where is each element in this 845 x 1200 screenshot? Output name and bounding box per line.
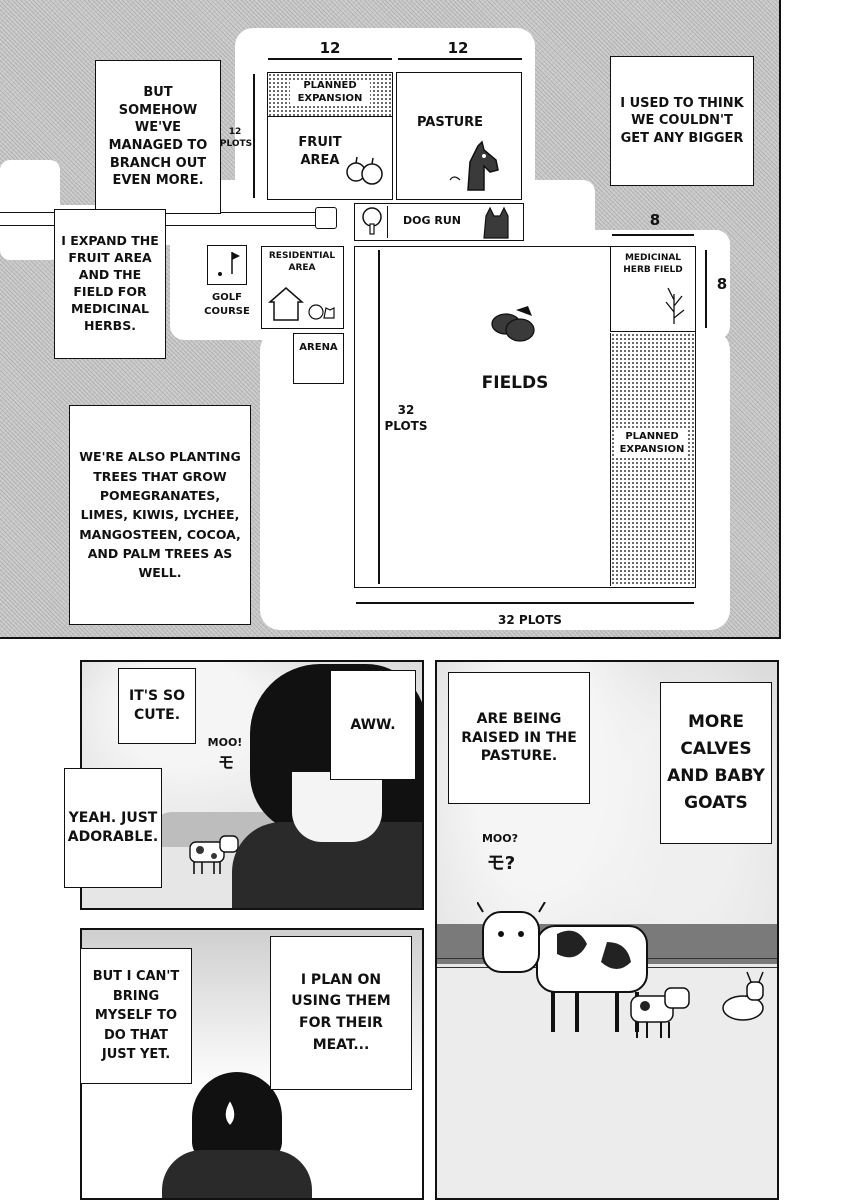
- caption-branch-out-text: BUT SOMEHOW WE'VE MANAGED TO BRANCH OUT …: [108, 85, 208, 189]
- speech-cute-text: IT'S SO CUTE.: [129, 688, 185, 723]
- caption-trees-text: WE'RE ALSO PLANTING TREES THAT GROW POME…: [79, 449, 241, 581]
- dim-arrow-top-right: [398, 58, 522, 60]
- house-icon: [266, 280, 338, 324]
- dim-top-right: 12: [447, 39, 469, 57]
- calf-icon: [625, 982, 695, 1042]
- dim-top-left: 12: [319, 39, 341, 57]
- dog-run-label: DOG RUN: [403, 214, 461, 227]
- arena-plot: [293, 333, 344, 384]
- arena-label: ARENA: [299, 342, 338, 353]
- medicinal-herb-field-plot: [610, 246, 696, 332]
- dim-arrow-top-left: [268, 58, 392, 60]
- map-right-border: [779, 0, 781, 639]
- fields-dim-arrow-vertical: [378, 250, 380, 584]
- pasture-ground: [437, 968, 777, 1198]
- planned-expansion-right-label: PLANNED EXPANSION: [616, 430, 688, 456]
- dim-left-value: 12: [228, 127, 242, 137]
- tree-icon: [358, 206, 388, 238]
- horse-icon: [448, 140, 508, 192]
- goat-icon: [717, 968, 773, 1024]
- road-gate: [315, 207, 337, 229]
- dim-arrow-left: [253, 74, 255, 198]
- caption-branch-out: BUT SOMEHOW WE'VE MANAGED TO BRANCH OUT …: [95, 60, 221, 214]
- herb-icon: [660, 282, 688, 326]
- herb-dim-right: 8: [716, 275, 728, 293]
- speech-calves-text: MORE CALVES AND BABY GOATS: [667, 711, 765, 814]
- caption-expand: I EXPAND THE FRUIT AREA AND THE FIELD FO…: [54, 209, 166, 359]
- sfx-moo2-kana: モ?: [486, 853, 516, 874]
- speech-meat-text: I PLAN ON USING THEM FOR THEIR MEAT...: [291, 971, 391, 1053]
- caption-trees: WE'RE ALSO PLANTING TREES THAT GROW POME…: [69, 405, 251, 625]
- sweat-drop-icon: [218, 1098, 242, 1128]
- herb-dim-arrow-top: [612, 234, 694, 236]
- speech-raised: ARE BEING RAISED IN THE PASTURE.: [448, 672, 590, 804]
- small-cow-icon: [186, 828, 242, 878]
- speech-calves: MORE CALVES AND BABY GOATS: [660, 682, 772, 844]
- fields-dim-arrow-horizontal: [356, 602, 694, 604]
- speech-bring-myself-text: BUT I CAN'T BRING MYSELF TO DO THAT JUST…: [92, 969, 180, 1063]
- fruit-area-label: FRUIT AREA: [298, 135, 342, 168]
- sfx-moo2: MOO?: [481, 832, 519, 845]
- map-land: [0, 160, 60, 260]
- caption-expand-text: I EXPAND THE FRUIT AREA AND THE FIELD FO…: [61, 233, 159, 333]
- golf-course-icon: [207, 245, 247, 285]
- medicinal-herb-field-label: MEDICINAL HERB FIELD: [623, 253, 683, 276]
- sfx-moo1-kana: モ: [217, 753, 234, 772]
- boy-body: [162, 1150, 312, 1198]
- map-bottom-border: [0, 637, 780, 639]
- boy-neck: [292, 772, 382, 842]
- speech-adorable-text: YEAH. JUST ADORABLE.: [67, 810, 159, 845]
- dim-left-unit: PLOTS: [219, 139, 253, 149]
- eggplant-icon: [486, 300, 542, 344]
- speech-bring-myself: BUT I CAN'T BRING MYSELF TO DO THAT JUST…: [80, 948, 192, 1084]
- pasture-label: PASTURE: [416, 115, 484, 130]
- cow-large-icon: [477, 902, 657, 1042]
- fields-width-label: 32 PLOTS: [498, 613, 562, 627]
- speech-meat: I PLAN ON USING THEM FOR THEIR MEAT...: [270, 936, 412, 1090]
- golf-course-label: GOLF COURSE: [204, 292, 250, 317]
- dog-icon: [478, 206, 514, 240]
- herb-dim-top: 8: [649, 211, 661, 229]
- planned-expansion-top-label: PLANNED EXPANSION: [290, 80, 370, 105]
- residential-area-label: RESIDENTIAL AREA: [268, 251, 336, 274]
- speech-raised-text: ARE BEING RAISED IN THE PASTURE.: [461, 710, 577, 765]
- planned-expansion-right-zone: [610, 333, 694, 586]
- speech-aww: AWW.: [330, 670, 416, 780]
- fields-height-unit: PLOTS: [384, 418, 428, 435]
- caption-bigger-text: I USED TO THINK WE COULDN'T GET ANY BIGG…: [620, 95, 744, 146]
- fields-label: FIELDS: [481, 373, 549, 393]
- boy-head: [192, 1072, 282, 1162]
- caption-bigger: I USED TO THINK WE COULDN'T GET ANY BIGG…: [610, 56, 754, 186]
- herb-dim-arrow-right: [705, 250, 707, 328]
- apple-icon: [345, 152, 385, 186]
- speech-cute: IT'S SO CUTE.: [118, 668, 196, 744]
- fields-height-value: 32: [388, 402, 424, 419]
- speech-adorable: YEAH. JUST ADORABLE.: [64, 768, 162, 888]
- speech-aww-text: AWW.: [350, 716, 396, 733]
- sfx-moo1: MOO!: [207, 736, 243, 749]
